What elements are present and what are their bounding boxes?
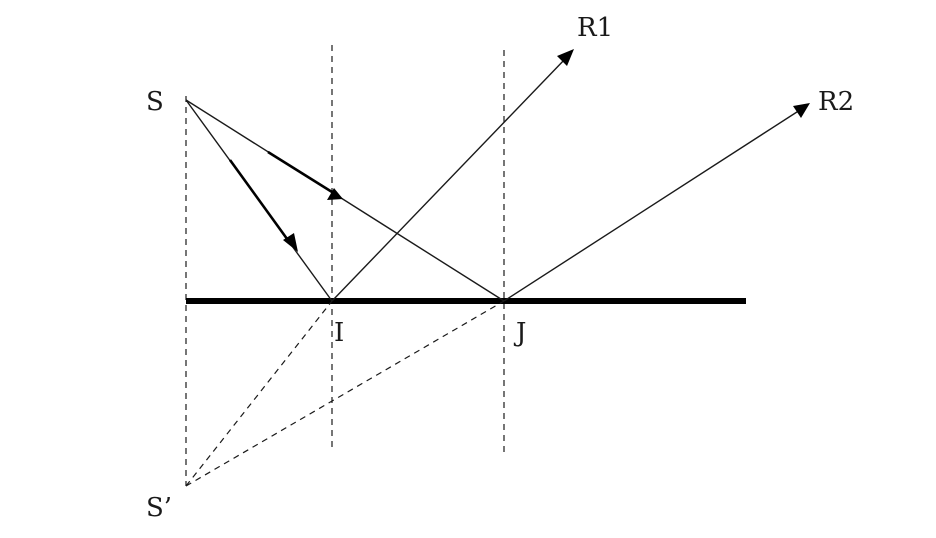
- label-ray-r2: R2: [818, 87, 854, 117]
- virtual-ray-to-i: [185, 300, 333, 487]
- incident-arrowhead-i: [283, 233, 298, 252]
- label-point-i: I: [334, 318, 344, 348]
- label-point-j: J: [513, 318, 526, 348]
- reflected-arrowhead-r1: [557, 49, 574, 66]
- incident-arrowhead-j: [327, 188, 343, 200]
- reflected-ray-r2: [503, 109, 801, 302]
- reflected-ray-r1: [331, 57, 567, 302]
- label-ray-r1: R1: [577, 13, 613, 43]
- incident-ray-to-j: [185, 99, 505, 302]
- label-source-s: S: [146, 87, 164, 117]
- reflected-arrowhead-r2: [793, 103, 810, 118]
- virtual-ray-to-j: [185, 300, 505, 487]
- incident-arrow-shaft-j: [267, 150, 333, 194]
- incident-arrow-shaft-i: [228, 159, 292, 244]
- label-image-s-prime: S’: [146, 493, 172, 523]
